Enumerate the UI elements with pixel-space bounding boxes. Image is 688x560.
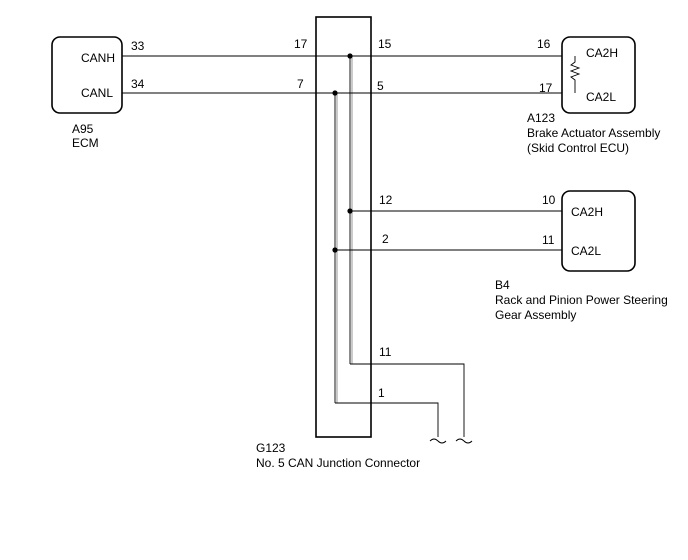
junction-pin-5: 5	[377, 79, 384, 93]
steering-pin-label-ca2l: CA2L	[571, 244, 601, 258]
steering-gear-name-line2: Gear Assembly	[495, 308, 576, 322]
steering-gear-code: B4	[495, 278, 510, 292]
junction-name: No. 5 CAN Junction Connector	[256, 456, 420, 470]
ecm-pin-label-canh: CANH	[81, 51, 115, 65]
junction-pin-1: 1	[378, 386, 385, 400]
steering-pin-number-11: 11	[542, 233, 555, 247]
ecm-pin-number-33: 33	[131, 39, 145, 53]
ecm-box	[51, 36, 123, 114]
junction-connector: 17 7 15 5 12 2 11 1 G123 No. 5 CAN Junct…	[256, 16, 420, 470]
wire-branch-1	[335, 402, 439, 437]
junction-internal-bus	[332, 53, 353, 403]
junction-pin-2: 2	[382, 232, 389, 246]
steering-pin-label-ca2h: CA2H	[571, 205, 603, 219]
ecm-component: CANH CANL 33 34 A95 ECM	[51, 36, 145, 150]
brake-actuator-component: CA2H CA2L 16 17 A123 Brake Actuator Asse…	[527, 36, 660, 155]
steering-pin-number-10: 10	[542, 193, 556, 207]
brake-pin-label-ca2l: CA2L	[586, 90, 616, 104]
terminating-resistor-icon	[569, 56, 581, 93]
junction-pin-12: 12	[379, 193, 393, 207]
brake-actuator-code: A123	[527, 111, 555, 125]
open-end-symbol-1	[429, 438, 447, 444]
ecm-pin-label-canl: CANL	[81, 86, 113, 100]
steering-gear-component: CA2H CA2L 10 11 B4 Rack and Pinion Power…	[495, 190, 668, 322]
junction-pin-15: 15	[378, 37, 392, 51]
junction-pin-17: 17	[294, 37, 308, 51]
open-end-symbol-2	[455, 438, 473, 444]
brake-actuator-box	[561, 36, 636, 114]
brake-pin-number-16: 16	[537, 37, 551, 51]
brake-pin-number-17: 17	[539, 81, 553, 95]
steering-gear-box	[561, 190, 636, 272]
ecm-pin-number-34: 34	[131, 77, 145, 91]
wire-branch-11	[350, 363, 465, 437]
brake-actuator-name-line1: Brake Actuator Assembly	[527, 126, 660, 140]
ecm-name: ECM	[72, 136, 99, 150]
wires	[122, 55, 562, 444]
junction-connector-box	[315, 16, 372, 438]
brake-actuator-name-line2: (Skid Control ECU)	[527, 141, 629, 155]
junction-pin-11: 11	[379, 345, 392, 359]
junction-pin-7: 7	[297, 77, 304, 91]
ecm-code: A95	[72, 122, 94, 136]
brake-pin-label-ca2h: CA2H	[586, 46, 618, 60]
junction-code: G123	[256, 441, 286, 455]
steering-gear-name-line1: Rack and Pinion Power Steering	[495, 293, 668, 307]
